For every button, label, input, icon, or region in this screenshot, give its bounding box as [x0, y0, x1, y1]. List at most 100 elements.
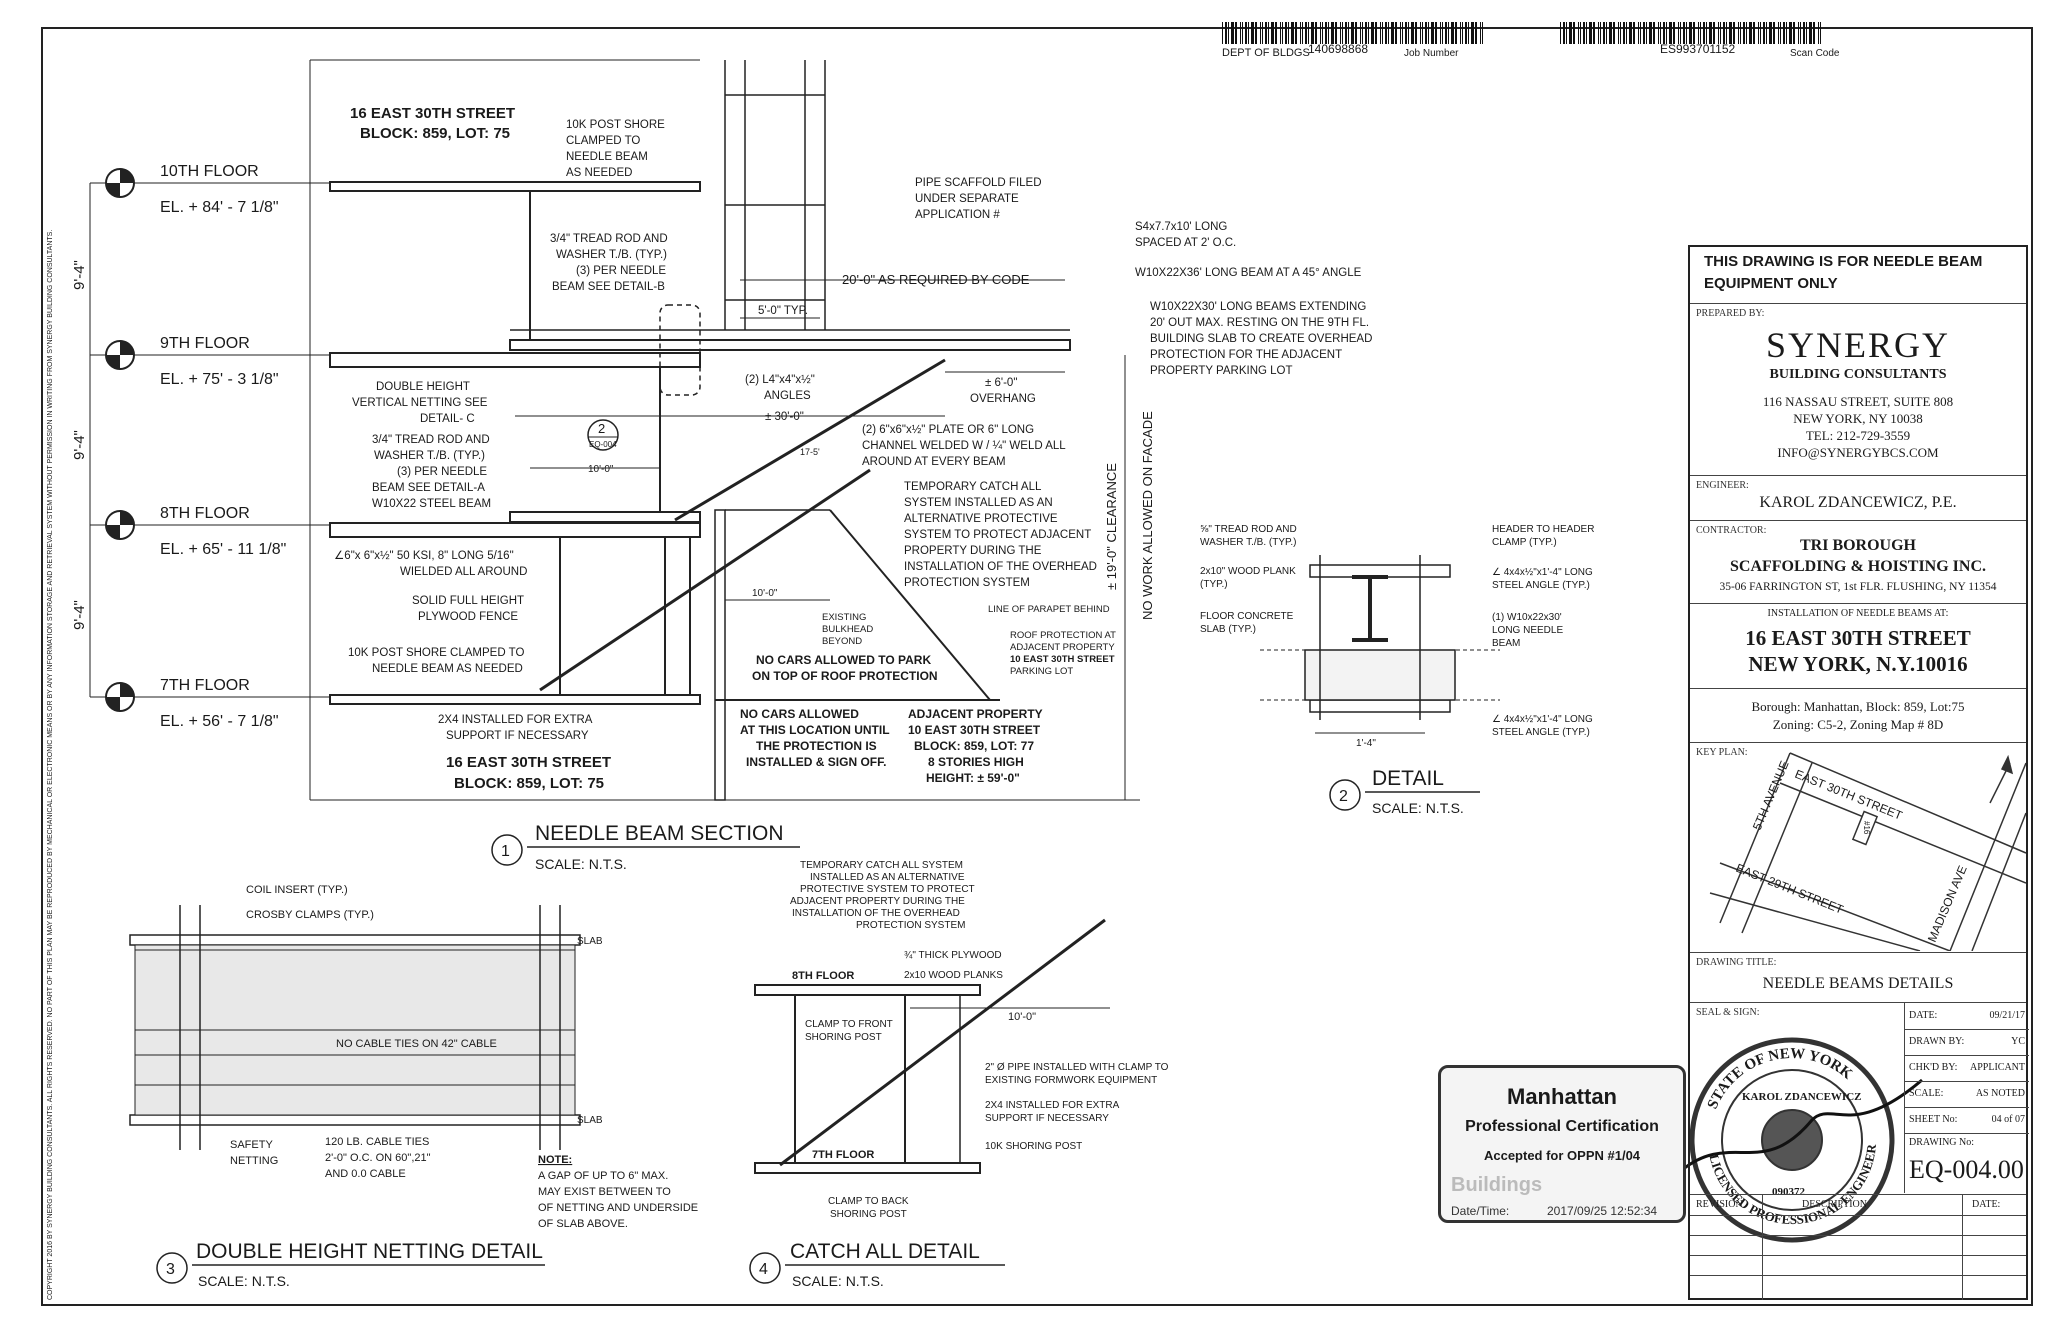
title-block: THIS DRAWING IS FOR NEEDLE BEAM EQUIPMEN…	[1688, 245, 2029, 1300]
floor-elevation: EL. + 65' - 11 1/8"	[160, 541, 286, 558]
floor-label: 7TH FLOOR	[812, 1149, 874, 1161]
note: 2x10 WOOD PLANKS	[904, 970, 1003, 981]
adjacent-property: ADJACENT PROPERTY	[908, 707, 1043, 721]
seal-name: KAROL ZDANCEWICZ	[1742, 1091, 1862, 1103]
floor-name: 9TH FLOOR	[160, 335, 250, 352]
note: PARKING LOT	[1010, 666, 1073, 677]
dimension: ± 30'-0"	[765, 411, 804, 423]
drawing-number-label: DRAWING No:	[1909, 1137, 1975, 1148]
drawing-title: NEEDLE BEAMS DETAILS	[1762, 975, 1954, 992]
note: ALTERNATIVE PROTECTIVE	[904, 513, 1058, 525]
detail4-annotations: TEMPORARY CATCH ALL SYSTEM INSTALLED AS …	[790, 860, 1169, 1220]
firm-subtitle: BUILDING CONSULTANTS	[1769, 367, 1947, 382]
detail-number: 3	[166, 1261, 175, 1278]
note: ANGLES	[764, 390, 811, 402]
needle-beam-section	[89, 59, 1140, 801]
engineer-block: ENGINEER: KAROL ZDANCEWICZ, P.E.	[1690, 476, 2026, 521]
date-value: 09/21/17	[1989, 1010, 2025, 1021]
note: STEEL ANGLE (TYP.)	[1492, 580, 1590, 591]
firm-email: INFO@SYNERGYBCS.COM	[1777, 445, 1939, 460]
dob-barcode	[1222, 22, 1483, 44]
note: EXISTING FORMWORK EQUIPMENT	[985, 1075, 1157, 1086]
stamp-datetime-label: Date/Time:	[1451, 1204, 1510, 1218]
callout-ref: EQ-004	[589, 440, 617, 449]
warning-note: THE PROTECTION IS	[756, 739, 877, 753]
sheet-number-value: 04 of 07	[1991, 1114, 2025, 1125]
clearance-note: ± 19'-0" CLEARANCE	[1104, 463, 1119, 590]
slab-8th-floor	[329, 522, 701, 538]
note: PROPERTY DURING THE	[904, 545, 1042, 557]
inclined-beam-upper	[674, 358, 946, 522]
note: 10K SHORING POST	[985, 1141, 1082, 1152]
note: (1) W10x22x30'	[1492, 612, 1562, 623]
note: ADJACENT PROPERTY	[1010, 642, 1115, 653]
seal-number: 090372	[1772, 1186, 1806, 1198]
stamp-borough: Manhattan	[1507, 1084, 1617, 1109]
note: CLAMP TO FRONT	[805, 1019, 893, 1030]
warning-note: AT THIS LOCATION UNTIL	[740, 723, 890, 737]
equipment-note-line: THIS DRAWING IS FOR NEEDLE BEAM	[1704, 253, 1983, 270]
detail-title-2: 2 DETAIL SCALE: N.T.S.	[1329, 767, 1480, 816]
drawing-title-block: DRAWING TITLE: NEEDLE BEAMS DETAILS	[1690, 953, 2026, 1003]
firm-address: NEW YORK, NY 10038	[1793, 411, 1923, 426]
note: PROTECTIVE SYSTEM TO PROTECT	[800, 884, 975, 895]
note: SLAB	[577, 936, 603, 947]
adjacent-property: 10 EAST 30TH STREET	[908, 723, 1041, 737]
note: (3) PER NEEDLE	[576, 265, 666, 277]
note: SUPPORT IF NECESSARY	[985, 1113, 1109, 1124]
detail-scale: SCALE: N.T.S.	[792, 1273, 884, 1289]
note: CLAMPED TO	[566, 135, 640, 147]
note: (2) 6"x6"x½" PLATE OR 6" LONG	[862, 424, 1034, 436]
equipment-note-line: EQUIPMENT ONLY	[1704, 275, 1838, 292]
note: SPACED AT 2' O.C.	[1135, 237, 1236, 249]
note: 2X4 INSTALLED FOR EXTRA	[438, 714, 593, 726]
note: EXISTING	[822, 612, 866, 623]
engineer-name: KAROL ZDANCEWICZ, P.E.	[1759, 494, 1957, 511]
note: 10K POST SHORE CLAMPED TO	[348, 647, 524, 659]
needle-beam-8th	[509, 511, 701, 523]
stamp-buildings: Buildings	[1451, 1174, 1543, 1196]
note: BEAM	[1492, 638, 1520, 649]
seal-label: SEAL & SIGN:	[1696, 1007, 1760, 1018]
street-label: EAST 29TH STREET	[1734, 861, 1846, 917]
note: INSTALLED AS AN ALTERNATIVE	[810, 872, 965, 883]
floor-spacing: 9'-4"	[71, 600, 88, 630]
detail-title: NEEDLE BEAM SECTION	[535, 822, 784, 845]
detail-number: 4	[759, 1261, 768, 1278]
street-label: 5TH AVENUE	[1750, 759, 1792, 832]
detail-scale: SCALE: N.T.S.	[198, 1273, 290, 1289]
scan-code-label: Scan Code	[1790, 48, 1840, 59]
firm-address: 116 NASSAU STREET, SUITE 808	[1762, 394, 1954, 409]
copyright-notice: COPYRIGHT 2016 BY SYNERGY BUILDING CONSU…	[47, 230, 54, 1300]
note: A GAP OF UP TO 6" MAX.	[538, 1170, 668, 1182]
note: SLAB	[577, 1115, 603, 1126]
revision-table: REVISION DESCRIPTION DATE:	[1690, 1195, 2026, 1300]
note: (3) PER NEEDLE	[397, 466, 487, 478]
note: SHORING POST	[830, 1209, 907, 1220]
date-label: DATE:	[1909, 1010, 1938, 1021]
floor-label: 8TH FLOOR	[792, 970, 854, 982]
note: PROPERTY PARKING LOT	[1150, 365, 1293, 377]
borough-info: Borough: Manhattan, Block: 859, Lot:75	[1751, 699, 1965, 714]
note: SYSTEM TO PROTECT ADJACENT	[904, 529, 1091, 541]
note: (2) L4"x4"x½"	[745, 374, 815, 386]
note: VERTICAL NETTING SEE	[352, 397, 488, 409]
note: CLAMP (TYP.)	[1492, 537, 1557, 548]
note: 3/4" TREAD ROD AND	[550, 233, 668, 245]
job-number-label: Job Number	[1404, 48, 1459, 59]
section-annotations: 16 EAST 30TH STREET BLOCK: 859, LOT: 75 …	[334, 105, 1372, 792]
engineer-label: ENGINEER:	[1696, 480, 1749, 491]
note: SHORING POST	[805, 1032, 882, 1043]
beam-clamp-detail	[1260, 555, 1500, 734]
lot-tag: #16	[1862, 821, 1871, 835]
key-plan-label: KEY PLAN:	[1696, 747, 1748, 758]
dimension: 17-5'	[800, 447, 820, 457]
slab-9th-floor	[329, 352, 701, 368]
note: ROOF PROTECTION AT	[1010, 630, 1116, 641]
detail-number: 2	[1339, 788, 1348, 805]
note: FLOOR CONCRETE	[1200, 611, 1294, 622]
elevation-markers	[105, 168, 135, 712]
warning-note: NO CARS ALLOWED TO PARK	[756, 653, 931, 667]
detail-title-4: 4 CATCH ALL DETAIL SCALE: N.T.S.	[749, 1240, 1005, 1289]
